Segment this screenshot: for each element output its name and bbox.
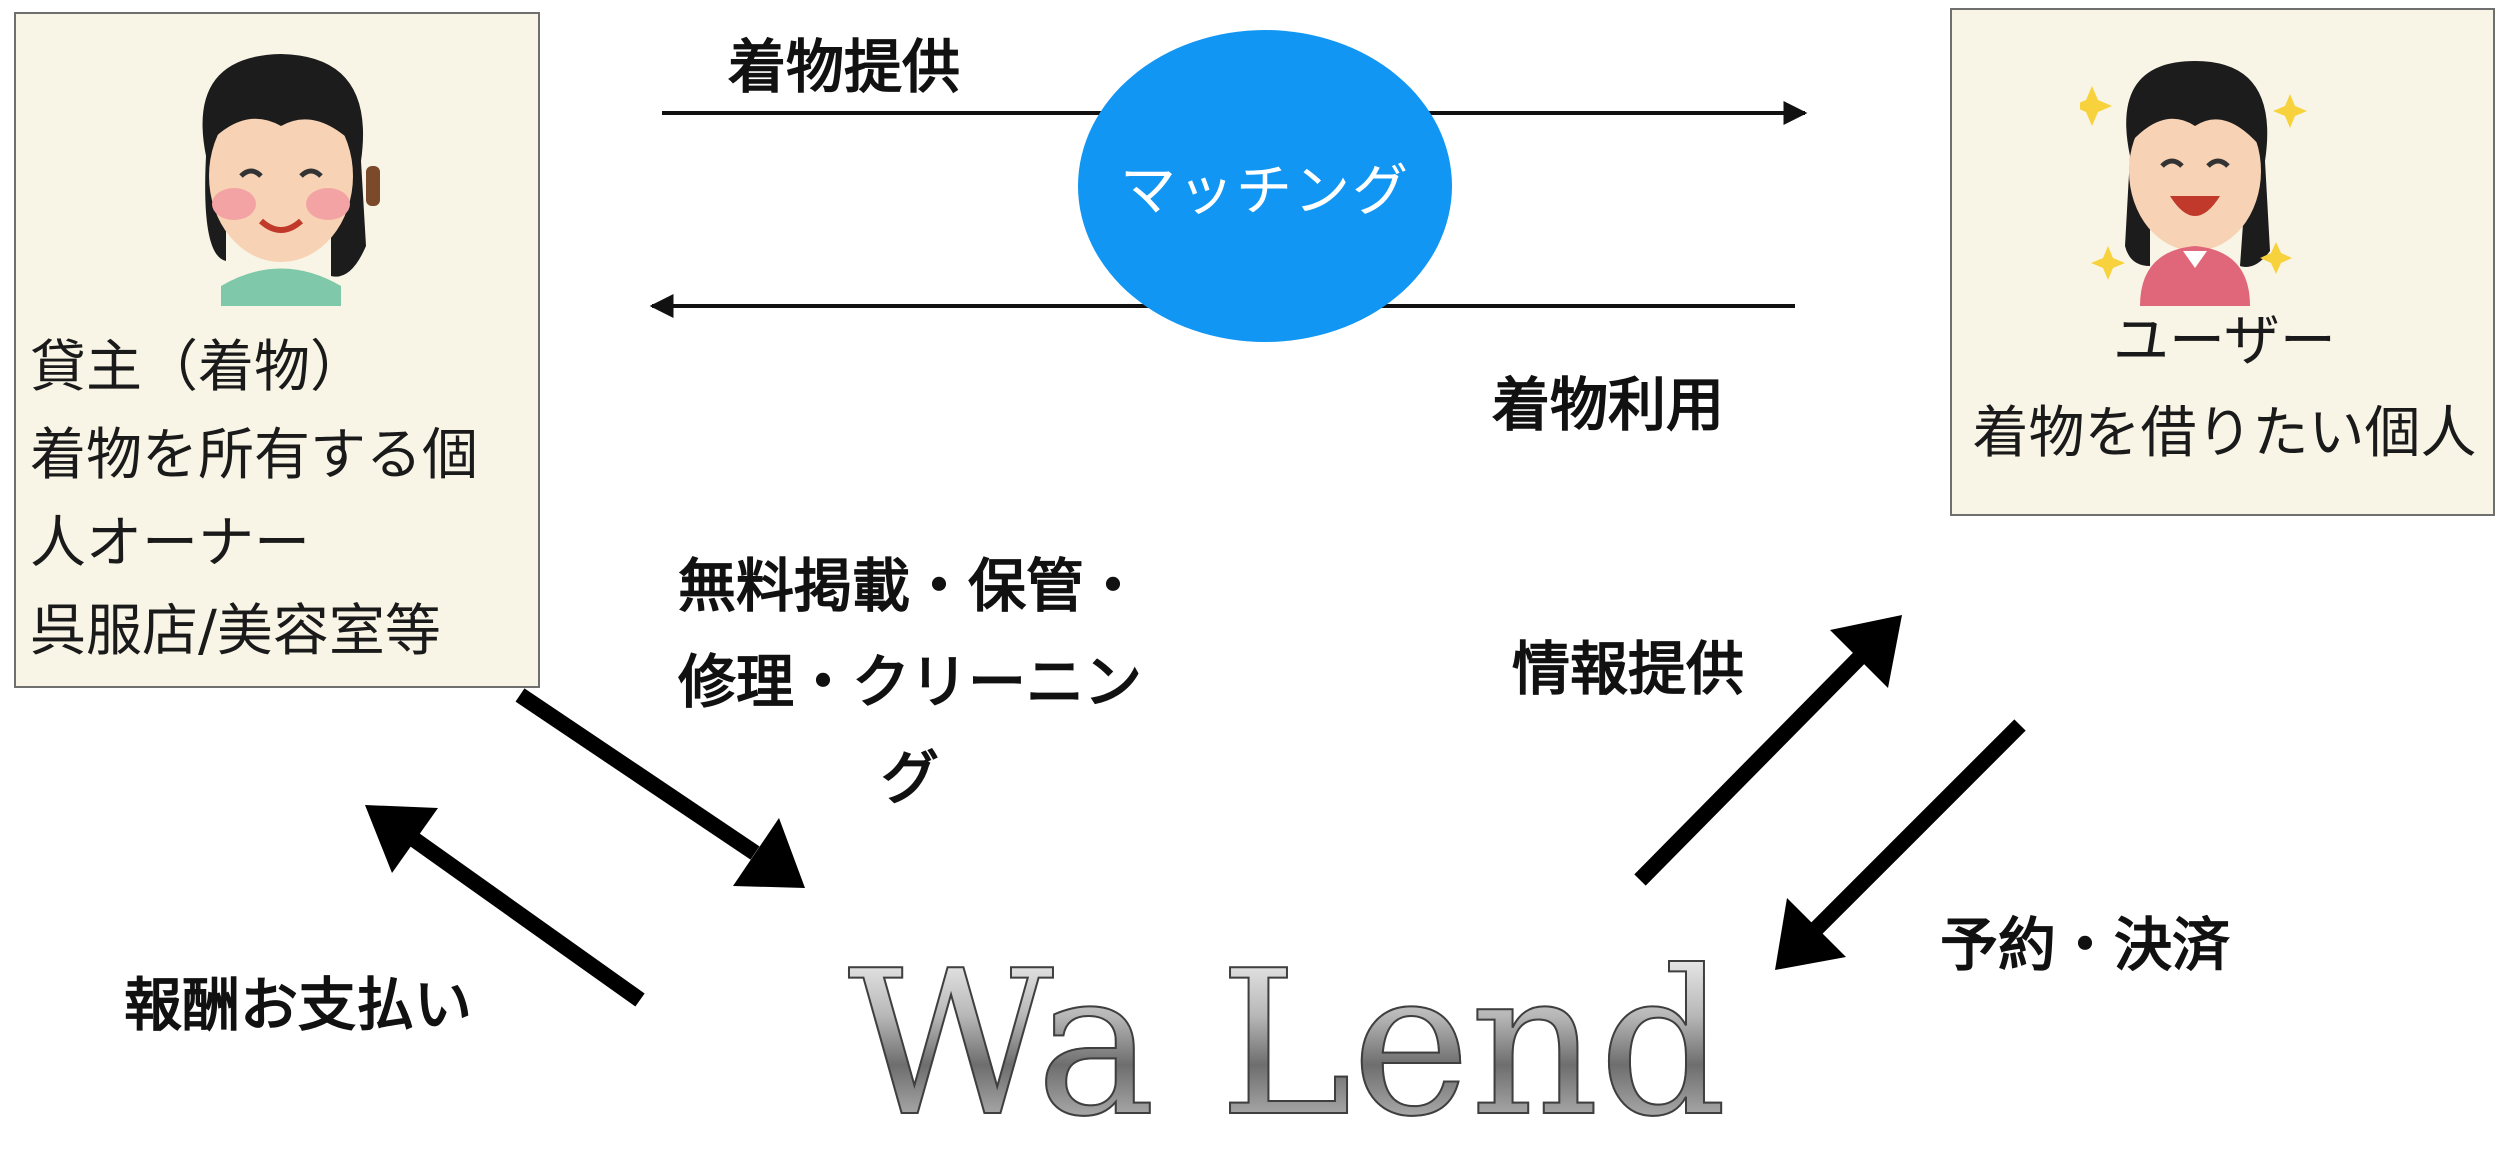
kimono-provide-label: 着物提供 — [728, 33, 961, 101]
owner-to-platform-arrow — [515, 688, 805, 888]
owner-description: 貸主（着物） 着物を所有する個 人オーナー 呉服店/美容室等 — [30, 324, 478, 676]
free-services-label: 無料掲載・保管・修理・クリーニング — [677, 552, 1142, 812]
owner-avatar-icon — [202, 54, 380, 306]
owner-line: 着物を所有する個 — [30, 423, 478, 488]
owner-line: 人オーナー — [30, 511, 310, 576]
user-description: ユーザー 着物を借りたい個人 — [1952, 296, 2495, 480]
user-to-platform-arrow — [1775, 719, 2026, 970]
platform-to-owner-arrow — [365, 805, 645, 1007]
platform-to-user-arrow — [1634, 615, 1902, 886]
kimono-use-label: 着物利用 — [1492, 371, 1725, 439]
matching-bubble: マッチング — [1078, 30, 1452, 342]
owner-line: 貸主（着物） — [30, 335, 366, 400]
user-avatar-icon — [2080, 61, 2307, 306]
info-provide-label: 情報提供 — [1512, 635, 1745, 703]
reward-payment-label: 報酬お支払い — [124, 971, 473, 1039]
owner-box: 貸主（着物） 着物を所有する個 人オーナー 呉服店/美容室等 — [14, 12, 540, 688]
brand-logo: Wa Lend — [847, 928, 1728, 1161]
user-line: 着物を借りたい個人 — [1972, 401, 2477, 466]
owner-line: 呉服店/美容室等 — [30, 599, 441, 664]
reserve-pay-label: 予約・決済 — [1940, 911, 2231, 979]
user-line: ユーザー — [2113, 309, 2336, 374]
flow-arrows — [365, 101, 2026, 1007]
user-box: ユーザー 着物を借りたい個人 — [1950, 8, 2495, 516]
